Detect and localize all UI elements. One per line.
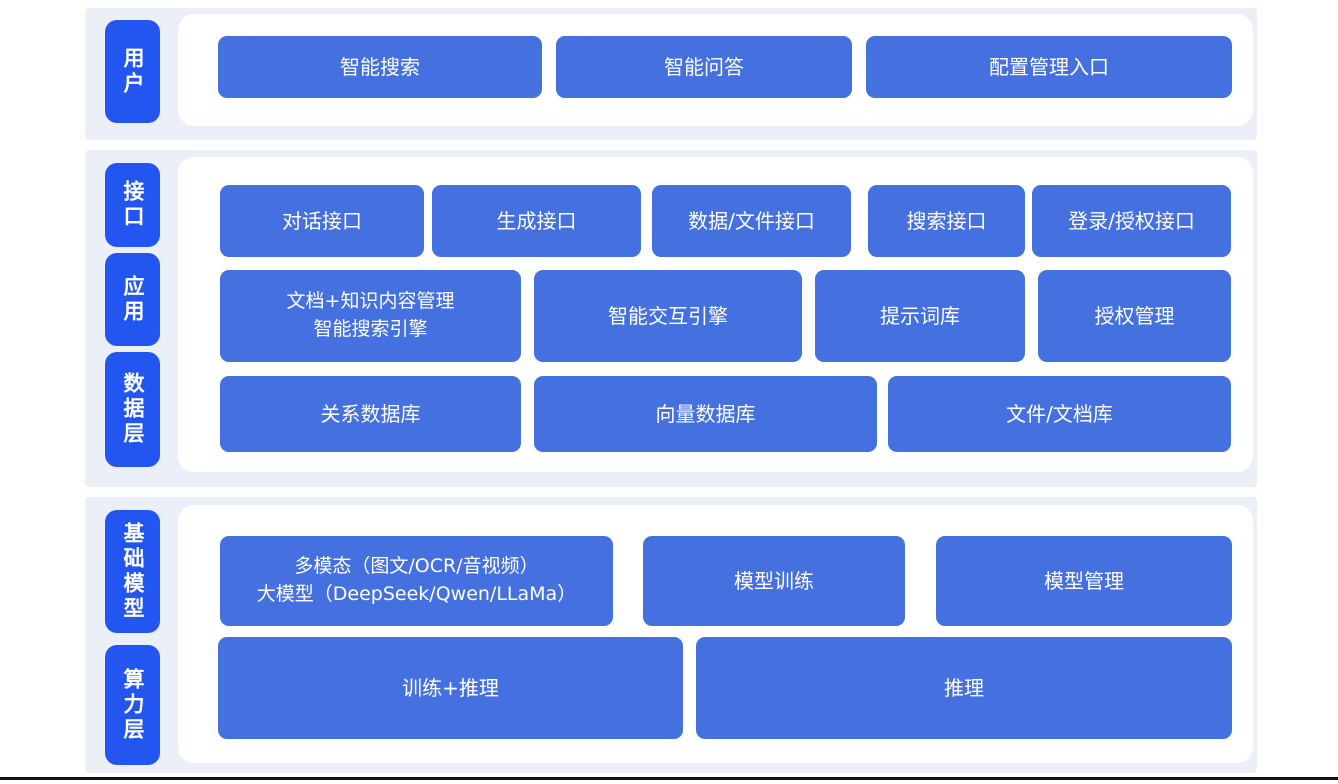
diagram-box-file-doc-store: 文件/文档库	[888, 376, 1231, 452]
layer-label-compute-layer: 算力层	[105, 645, 160, 765]
diagram-box-login-auth-api: 登录/授权接口	[1032, 185, 1231, 257]
box-label: 推理	[944, 675, 984, 700]
diagram-box-auth-management: 授权管理	[1038, 270, 1231, 362]
box-label: 智能交互引擎	[608, 303, 728, 328]
box-label-line2: 大模型（DeepSeek/Qwen/LLaMa）	[256, 583, 577, 605]
layer-label-base-model: 基础模型	[105, 510, 160, 633]
box-label: 智能问答	[664, 54, 744, 79]
layer-label-compute-layer-text: 算力层	[121, 667, 145, 743]
layer-label-application-text: 应用	[121, 274, 145, 325]
box-label: 向量数据库	[655, 401, 756, 426]
box-label-line1: 文档+知识内容管理	[286, 290, 455, 313]
diagram-box-prompt-library: 提示词库	[815, 270, 1025, 362]
layer-label-interface-text: 接口	[121, 180, 145, 230]
diagram-box-inference: 推理	[696, 637, 1232, 739]
layer-label-base-model-text: 基础模型	[121, 521, 145, 622]
diagram-box-smart-qa: 智能问答	[556, 36, 852, 98]
box-label: 授权管理	[1094, 303, 1175, 328]
box-label: 智能搜索	[340, 54, 420, 79]
box-label-line1: 多模态（图文/OCR/音视频）	[294, 555, 539, 578]
box-label: 搜索接口	[906, 208, 987, 233]
box-label: 模型训练	[734, 568, 814, 593]
box-label: 生成接口	[496, 208, 577, 233]
diagram-box-data-file-api: 数据/文件接口	[652, 185, 851, 257]
layer-label-user-text: 用户	[121, 46, 145, 97]
diagram-box-model-management: 模型管理	[936, 536, 1232, 626]
box-label: 配置管理入口	[989, 54, 1109, 79]
diagram-box-dialog-api: 对话接口	[220, 185, 424, 257]
diagram-box-search-api: 搜索接口	[868, 185, 1025, 257]
layer-label-user: 用户	[105, 20, 160, 123]
diagram-box-smart-search: 智能搜索	[218, 36, 542, 98]
box-label: 登录/授权接口	[1068, 208, 1195, 233]
diagram-box-training-inference: 训练+推理	[218, 637, 683, 739]
layer-label-application: 应用	[105, 253, 160, 346]
diagram-box-multimodal-llm: 多模态（图文/OCR/音视频） 大模型（DeepSeek/Qwen/LLaMa）	[220, 536, 613, 626]
box-label: 训练+推理	[402, 675, 499, 700]
box-label-line2: 智能搜索引擎	[313, 318, 428, 340]
layer-label-data-layer-text: 数据层	[121, 372, 145, 447]
diagram-box-vector-db: 向量数据库	[534, 376, 877, 452]
diagram-box-config-entry: 配置管理入口	[866, 36, 1232, 98]
layer-label-interface: 接口	[105, 163, 160, 247]
diagram-box-generation-api: 生成接口	[432, 185, 641, 257]
box-label: 数据/文件接口	[688, 208, 815, 233]
layer-label-data-layer: 数据层	[105, 352, 160, 467]
box-label: 文件/文档库	[1006, 401, 1113, 426]
box-label: 关系数据库	[320, 401, 421, 426]
diagram-box-interaction-engine: 智能交互引擎	[534, 270, 802, 362]
diagram-box-model-training: 模型训练	[643, 536, 905, 626]
diagram-box-doc-knowledge-search-engine: 文档+知识内容管理 智能搜索引擎	[220, 270, 521, 362]
box-label: 模型管理	[1044, 568, 1124, 593]
bottom-border-line	[0, 777, 1338, 780]
box-label: 提示词库	[880, 303, 960, 328]
box-label: 对话接口	[282, 208, 362, 233]
diagram-box-relational-db: 关系数据库	[220, 376, 521, 452]
